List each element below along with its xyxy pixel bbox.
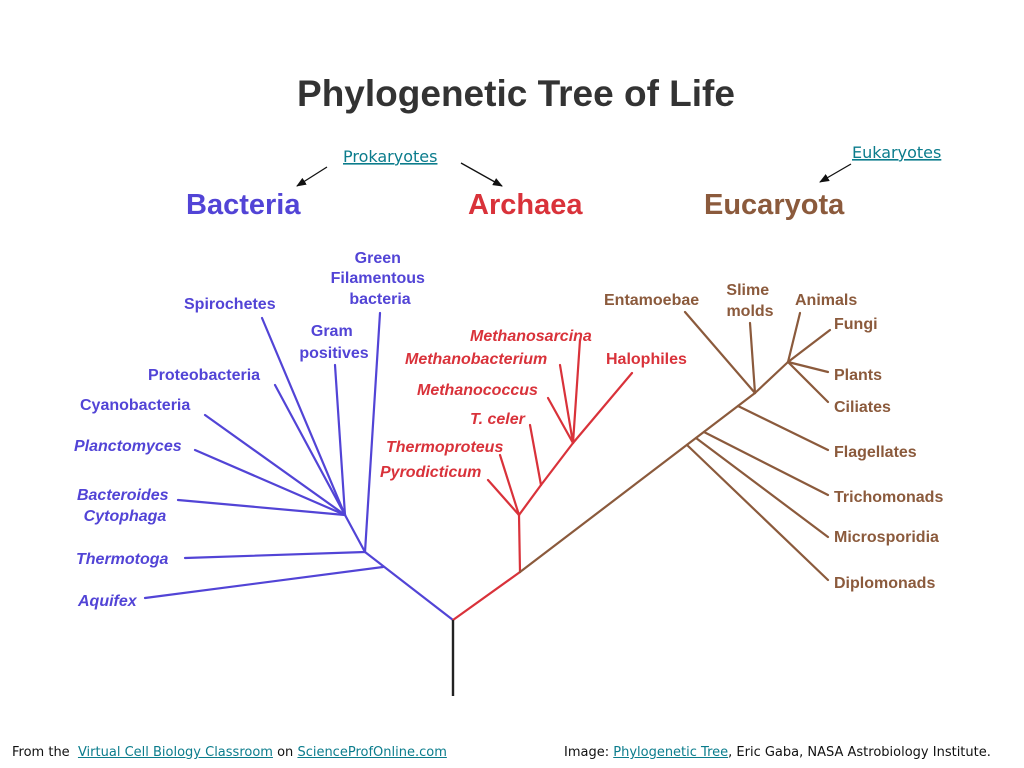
taxon-green-filamentous-bacteria: Green Filamentous bacteria [331,250,430,308]
domain-archaea: Archaea [468,189,583,221]
taxon-animals: Animals [795,292,857,309]
taxon-diplomonads: Diplomonads [834,575,935,592]
prokaryotes-link[interactable]: Prokaryotes [343,147,437,166]
taxon-aquifex: Aquifex [77,593,138,610]
annotation-arrows [296,162,852,187]
taxon-gram-positives: Gram positives [299,323,368,362]
arrow-eukaryotes-to-eucaryota [819,163,852,183]
taxon-flagellates: Flagellates [834,444,917,461]
taxon-planctomyces: Planctomyces [74,438,182,455]
taxon-trichomonads: Trichomonads [834,489,943,506]
taxon-plants: Plants [834,367,882,384]
archaea-branches [451,338,634,622]
taxon-microsporidia: Microsporidia [834,529,939,546]
taxon-proteobacteria: Proteobacteria [148,367,260,384]
domain-eucaryota: Eucaryota [704,189,845,221]
taxon-entamoebae: Entamoebae [604,292,699,309]
virtual-cell-link[interactable]: Virtual Cell Biology Classroom [77,745,273,760]
domain-bacteria: Bacteria [186,189,301,221]
taxon-slime-molds: Slime molds [726,282,773,320]
taxon-fungi: Fungi [834,316,878,333]
eucaryota-labels: Entamoebae Slime molds Animals Fungi Pla… [604,282,943,592]
eucaryota-branches [518,310,832,582]
footer-from-text: From the [12,745,70,760]
footer-source: From the Virtual Cell Biology Classroom … [12,745,447,760]
taxon-cyanobacteria: Cyanobacteria [80,397,190,414]
bacteria-branches [143,311,455,622]
taxon-spirochetes: Spirochetes [184,296,276,313]
taxon-t-celer: T. celer [470,411,526,428]
arrow-prokaryotes-to-bacteria [296,166,328,187]
footer-image-text: Image: [564,745,610,760]
footer-on-text: on [277,745,294,760]
taxon-methanosarcina: Methanosarcina [470,328,592,345]
taxon-thermoproteus: Thermoproteus [386,439,503,456]
taxon-pyrodicticum: Pyrodicticum [380,464,481,481]
taxon-methanococcus: Methanococcus [417,382,538,399]
page-title: Phylogenetic Tree of Life [297,73,735,114]
phylogenetic-tree-link[interactable]: Phylogenetic Tree [613,745,729,760]
taxon-methanobacterium: Methanobacterium [405,351,547,368]
taxon-halophiles: Halophiles [606,351,687,368]
footer-credit-text: , Eric Gaba, NASA Astrobiology Institute… [728,745,991,760]
arrow-prokaryotes-to-archaea [460,162,503,187]
taxon-thermotoga: Thermotoga [76,551,169,568]
eukaryotes-link[interactable]: Eukaryotes [852,143,941,162]
taxon-bacteroides-cytophaga: Bacteroides Cytophaga [77,487,173,525]
bacteria-labels: Green Filamentous bacteria Spirochetes G… [74,250,430,610]
archaea-labels: Methanosarcina Methanobacterium Halophil… [380,328,687,481]
taxon-ciliates: Ciliates [834,399,891,416]
scienceprof-link[interactable]: ScienceProfOnline.com [297,745,447,760]
footer-image-credit: Image: Phylogenetic Tree, Eric Gaba, NAS… [564,745,991,760]
